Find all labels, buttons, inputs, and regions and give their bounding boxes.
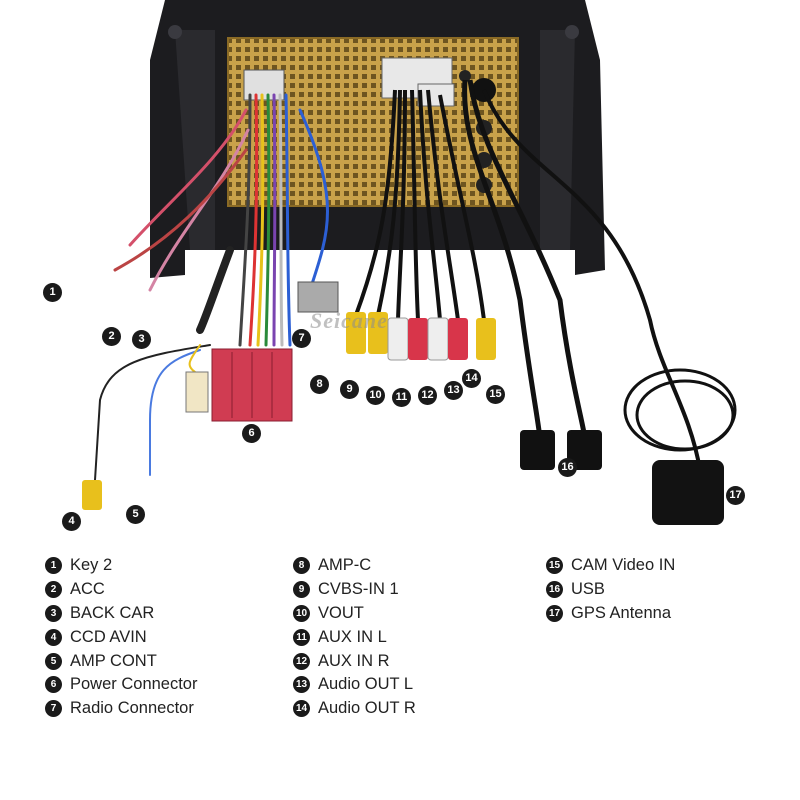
callout-11: 11 [392, 388, 411, 407]
legend-text: Power Connector [70, 675, 198, 694]
legend-column-2: 8 AMP-C 9 CVBS-IN 1 10 VOUT 11 AUX IN L 12 AU… [293, 554, 416, 721]
rca-cables [354, 79, 702, 471]
brand-watermark: Seicane [310, 308, 388, 333]
legend-item: 7 Radio Connector [45, 697, 197, 721]
legend-item: 9 CVBS-IN 1 [293, 578, 416, 602]
usb-plugs [520, 430, 602, 470]
legend-item: 14 Audio OUT R [293, 697, 416, 721]
legend-item: 17 GPS Antenna [546, 602, 675, 626]
legend-item: 11 AUX IN L [293, 625, 416, 649]
callout-8: 8 [310, 375, 329, 394]
legend-text: ACC [70, 580, 105, 599]
rear-panel [227, 37, 519, 207]
callout-10: 10 [366, 386, 385, 405]
legend-item: 15 CAM Video IN [546, 554, 675, 578]
legend-text: Key 2 [70, 556, 113, 575]
legend-item: 5 AMP CONT [45, 649, 197, 673]
legend-text: GPS Antenna [571, 603, 671, 622]
legend-number: 2 [45, 581, 62, 599]
callout-3: 3 [132, 330, 151, 349]
legend-item: 6 Power Connector [45, 673, 197, 697]
callout-6: 6 [242, 424, 261, 443]
callout-13: 13 [444, 381, 463, 400]
wire-harness [94, 93, 329, 481]
legend-item: 1 Key 2 [45, 554, 197, 578]
legend-number: 15 [546, 557, 563, 575]
legend-text: CAM Video IN [571, 556, 676, 575]
legend-text: AUX IN R [318, 651, 390, 670]
legend-column-1: 1 Key 2 2 ACC 3 BACK CAR 4 CCD AVIN 5 AMP CON… [45, 554, 197, 721]
callout-16: 16 [558, 458, 577, 477]
gps-antenna [652, 460, 724, 525]
legend-number: 14 [293, 700, 310, 718]
legend-item: 16 USB [546, 578, 675, 602]
callout-14: 14 [462, 369, 481, 388]
callout-12: 12 [418, 386, 437, 405]
wiring-diagram [82, 0, 737, 525]
legend-text: AMP CONT [70, 651, 157, 670]
radio-connector [297, 281, 339, 313]
rca-plugs [82, 312, 496, 510]
legend-item: 10 VOUT [293, 602, 416, 626]
legend-number: 7 [45, 700, 62, 718]
legend-text: CVBS-IN 1 [318, 580, 399, 599]
callout-1: 1 [43, 283, 62, 302]
legend-number: 12 [293, 652, 310, 670]
legend-item: 13 Audio OUT L [293, 673, 416, 697]
legend-number: 3 [45, 604, 62, 622]
legend-text: Audio OUT R [318, 699, 416, 718]
legend-number: 16 [546, 581, 563, 599]
legend-item: 2 ACC [45, 578, 197, 602]
legend-text: Audio OUT L [318, 675, 414, 694]
callout-9: 9 [340, 380, 359, 399]
legend-number: 8 [293, 557, 310, 575]
legend-number: 1 [45, 557, 62, 575]
legend-text: CCD AVIN [70, 627, 147, 646]
callout-5: 5 [126, 505, 145, 524]
gps-cable-coil [623, 368, 737, 452]
legend-text: Radio Connector [70, 699, 194, 718]
callout-7: 7 [292, 329, 311, 348]
callout-4: 4 [62, 512, 81, 531]
legend-text: AUX IN L [318, 627, 387, 646]
legend-item: 12 AUX IN R [293, 649, 416, 673]
callout-15: 15 [486, 385, 505, 404]
legend-number: 6 [45, 676, 62, 694]
legend-number: 13 [293, 676, 310, 694]
legend-item: 8 AMP-C [293, 554, 416, 578]
legend-text: AMP-C [318, 556, 372, 575]
legend-number: 10 [293, 604, 310, 622]
legend-text: USB [571, 580, 605, 599]
legend-number: 9 [293, 581, 310, 599]
legend-number: 11 [293, 628, 310, 646]
legend-text: VOUT [318, 603, 364, 622]
legend-text: BACK CAR [70, 603, 155, 622]
callout-17: 17 [726, 486, 745, 505]
legend-column-3: 15 CAM Video IN 16 USB 17 GPS Antenna [546, 554, 675, 625]
legend-item: 3 BACK CAR [45, 602, 197, 626]
legend-number: 5 [45, 652, 62, 670]
white-plug [185, 371, 209, 413]
legend-number: 17 [546, 604, 563, 622]
legend-item: 4 CCD AVIN [45, 625, 197, 649]
legend-number: 4 [45, 628, 62, 646]
callout-2: 2 [102, 327, 121, 346]
